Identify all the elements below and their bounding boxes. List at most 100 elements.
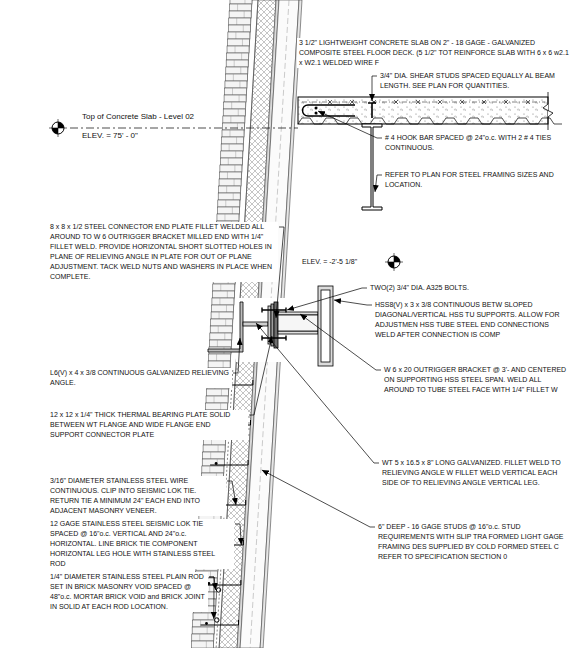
leader-line (262, 470, 375, 527)
brick-course (206, 389, 228, 396)
hss-void (321, 290, 330, 362)
head-joint (225, 200, 226, 207)
brick-course (221, 144, 243, 151)
brick-course (226, 67, 248, 74)
head-joint (199, 634, 200, 641)
head-joint (226, 186, 227, 193)
callout-note: W 6 x 20 OUTRIGGER BRACKET @ 3'- AND CEN… (382, 365, 572, 395)
hss-tube (318, 286, 333, 366)
head-joint (235, 151, 236, 158)
head-joint (207, 627, 208, 634)
callout-note: REFER TO PLAN FOR STEEL FRAMING SIZES AN… (383, 170, 572, 190)
brick-course (225, 88, 247, 95)
wire-mark (416, 100, 420, 104)
head-joint (219, 312, 220, 319)
brick-course (222, 123, 244, 130)
brick-course (192, 634, 214, 641)
brick-course (206, 396, 228, 403)
leader-line (209, 577, 216, 590)
wide-flange-beam (362, 124, 382, 210)
wire-mark (394, 100, 398, 104)
brick-course (211, 312, 233, 319)
head-joint (231, 102, 232, 109)
tie-wire (215, 462, 218, 465)
brick-course (209, 340, 231, 347)
wire-fabric (302, 102, 545, 103)
brick-course (193, 613, 215, 620)
head-joint (200, 620, 201, 627)
leader-line (233, 338, 240, 373)
brick-course (228, 25, 250, 32)
outrigger-flange (278, 331, 318, 334)
head-joint (234, 60, 235, 67)
head-joint (236, 18, 237, 25)
brick-course (227, 46, 249, 53)
wire-mark (482, 100, 486, 104)
head-joint (229, 130, 230, 137)
break-line (543, 92, 553, 130)
callout-note: L6(V) x 4 x 3/8 CONTINUOUS GALVANIZED RE… (48, 368, 232, 388)
steel-beam (362, 103, 382, 210)
brick-course (221, 151, 243, 158)
brick-course (222, 137, 244, 144)
brick-course (213, 284, 235, 291)
brick-course (212, 291, 234, 298)
brick-course (210, 326, 232, 333)
head-joint (214, 396, 215, 403)
callout-note: 6" DEEP - 16 GAGE STUDS @ 16"o.c. STUD R… (376, 522, 572, 562)
head-joint (218, 445, 219, 452)
head-joint (224, 333, 225, 340)
brick-course (226, 60, 248, 67)
head-joint (233, 193, 234, 200)
leader-line (318, 111, 382, 138)
brick-course (218, 193, 240, 200)
head-joint (208, 599, 209, 606)
brick-course (211, 319, 233, 326)
brick-course (206, 403, 228, 410)
outrigger-flange (278, 312, 318, 315)
brick-course (219, 172, 241, 179)
head-joint (240, 67, 241, 74)
leader-line (227, 481, 236, 505)
head-joint (208, 613, 209, 620)
head-joint (210, 452, 211, 459)
a325-bolt (262, 308, 286, 313)
brick-course (202, 466, 224, 473)
brick-course (219, 179, 241, 186)
brick-course (217, 207, 239, 214)
callout-note: Top of Concrete Slab - Level 02 (80, 112, 196, 122)
head-joint (242, 39, 243, 46)
brick-course (192, 627, 214, 634)
head-joint (233, 74, 234, 81)
leader-line (209, 577, 214, 619)
head-joint (244, 0, 245, 4)
concrete-slab (298, 92, 562, 130)
head-joint (239, 81, 240, 88)
head-joint (241, 53, 242, 60)
brick-course (217, 214, 239, 221)
callout-note: 1/4" DIAMETER STAINLESS STEEL PLAIN ROD … (48, 572, 208, 612)
head-joint (216, 354, 217, 361)
wire-mark (460, 100, 464, 104)
leader-line (235, 524, 241, 545)
head-joint (217, 340, 218, 347)
callout-note: 3 1/2" LIGHTWEIGHT CONCRETE SLAB ON 2" -… (297, 38, 573, 68)
head-joint (239, 95, 240, 102)
brick-course (225, 74, 247, 81)
head-joint (228, 158, 229, 165)
brick-course (230, 0, 252, 4)
head-joint (209, 466, 210, 473)
head-joint (229, 144, 230, 151)
brick-course (230, 4, 252, 11)
head-joint (237, 123, 238, 130)
shear-stud (368, 103, 376, 118)
head-joint (237, 4, 238, 11)
seismic-lok-tie (201, 620, 239, 625)
head-joint (225, 319, 226, 326)
brick-course (227, 39, 249, 46)
leader-line (375, 175, 382, 192)
head-joint (223, 361, 224, 368)
brick-course (210, 333, 232, 340)
leader-line (287, 288, 367, 310)
brick-course (229, 11, 251, 18)
